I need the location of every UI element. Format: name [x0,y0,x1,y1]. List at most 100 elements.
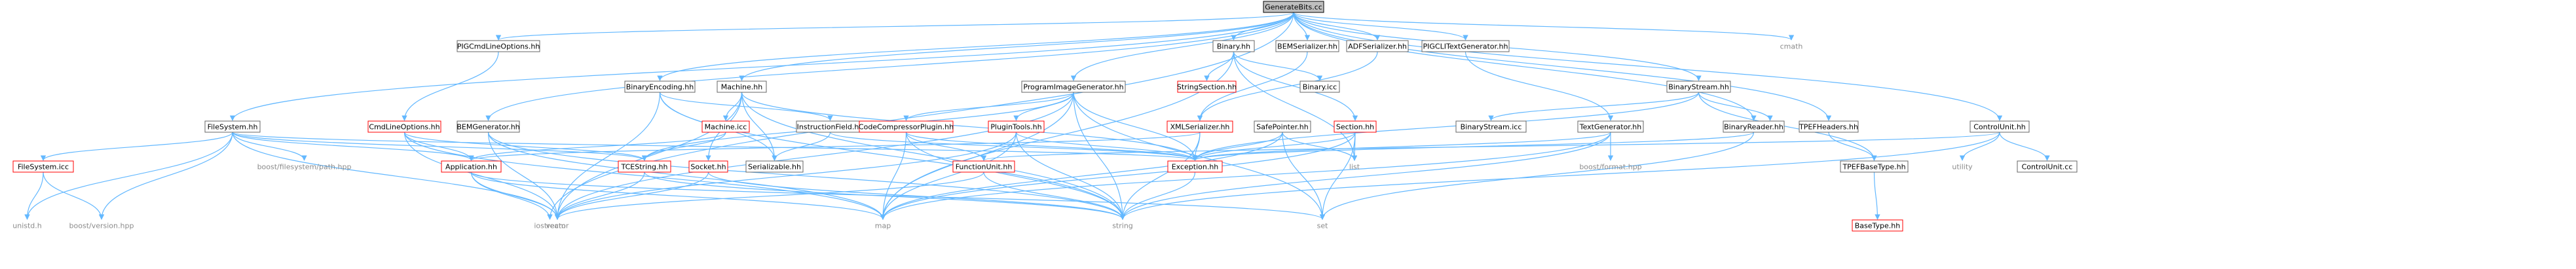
node-root[interactable]: GenerateBits.cc [1263,1,1324,13]
node-binarystreamicc-box [1455,120,1527,133]
node-cmdlineoptions[interactable]: CmdLineOptions.hh [367,120,441,133]
node-machine-box [717,81,767,93]
node-section[interactable]: Section.hh [1334,120,1377,133]
node-controlunitcc-label: ControlUnit.cc [2022,163,2073,171]
node-unistd-label: unistd.h [12,222,42,230]
node-machine[interactable]: Machine.hh [717,81,767,93]
node-pigclitextgenerator[interactable]: PIGCLITextGenerator.hh [1421,40,1510,52]
node-binaryicc[interactable]: Binary.icc [1299,81,1340,93]
edge-controlunit-to-string [1119,132,2000,220]
edge-machine-to-exception [741,92,1198,161]
node-instructionfield[interactable]: InstructionField.hh [796,120,865,133]
node-pigcmdlineoptions[interactable]: PIGCmdLineOptions.hh [457,40,540,52]
node-bemgenerator-label: BEMGenerator.hh [457,123,519,132]
node-boostfspath: boost/filesystem/path.hpp [257,163,352,171]
edge-binary-to-stringsection [1204,51,1235,81]
node-pigclitextgenerator-label: PIGCLITextGenerator.hh [1423,43,1508,51]
node-set-label: set [1317,222,1328,230]
dependency-edges [24,12,2050,220]
node-socket-label: Socket.hh [690,163,726,171]
edge-filesystem-to-boostfspath [232,132,307,161]
edge-root-to-controlunit [1293,12,2003,121]
node-textgenerator[interactable]: TextGenerator.hh [1577,120,1644,133]
edge-tpefheaders-to-tpefbasetype [1828,132,1877,161]
node-tpefheaders-box [1799,120,1859,133]
edge-codecompressorplugin-to-functionunit [905,132,987,161]
node-boostfspath-label: boost/filesystem/path.hpp [257,163,352,171]
edge-root-to-binaryreader [1293,12,1757,121]
node-serializable-box [745,160,804,173]
edge-socket-to-vector [554,171,709,220]
node-basetype[interactable]: BaseType.hh [1852,219,1903,232]
edge-programimagegenerator-to-vector [554,92,1074,220]
node-iostream: iostream [534,222,565,230]
node-binarystreamicc[interactable]: BinaryStream.icc [1455,120,1527,133]
node-filesystem[interactable]: FileSystem.hh [204,120,261,133]
edge-root-to-filesystem [229,12,1294,121]
node-controlunit-box [1969,120,2030,133]
node-binaryencoding[interactable]: BinaryEncoding.hh [624,81,696,93]
edge-programimagegenerator-to-exception [1073,92,1198,161]
node-exception[interactable]: Exception.hh [1167,160,1223,173]
node-filesystemicc[interactable]: FileSystem.icc [12,160,74,173]
edge-root-to-pigcmdlineoptions [496,12,1294,41]
node-controlunitcc[interactable]: ControlUnit.cc [2017,160,2078,173]
edge-filesystem-to-unistd [24,132,233,220]
node-tpefbasetype-box [1840,160,1909,173]
node-plugintools[interactable]: PluginTools.hh [988,120,1045,133]
edge-binary-to-list [1233,51,1358,161]
node-application-box [441,160,502,173]
node-bemgenerator[interactable]: BEMGenerator.hh [457,120,520,133]
node-serializable-label: Serializable.hh [748,163,801,171]
node-safepointer[interactable]: SafePointer.hh [1254,120,1311,133]
node-codecompressorplugin[interactable]: CodeCompressorPlugin.hh [859,120,954,133]
node-tcestring-label: TCEString.hh [621,163,668,171]
edge-instructionfield-to-exception [829,132,1198,161]
edge-root-to-tpefheaders [1293,12,1832,121]
node-binarystream[interactable]: BinaryStream.hh [1666,81,1731,93]
edge-binaryreader-to-set [1319,132,1755,220]
node-machineicc[interactable]: Machine.icc [701,120,750,133]
node-tcestring[interactable]: TCEString.hh [618,160,671,173]
node-tpefbasetype[interactable]: TPEFBaseType.hh [1840,160,1909,173]
edge-section-to-list [1351,132,1358,161]
node-bemgenerator-box [457,120,520,133]
node-binaryreader[interactable]: BinaryReader.hh [1723,120,1785,133]
node-socket[interactable]: Socket.hh [688,160,728,173]
node-xmlserializer[interactable]: XMLSerializer.hh [1167,120,1233,133]
node-controlunit[interactable]: ControlUnit.hh [1969,120,2030,133]
node-binarystream-box [1666,81,1731,93]
node-tpefheaders[interactable]: TPEFHeaders.hh [1799,120,1859,133]
node-adfserializer[interactable]: ADFSerializer.hh [1346,40,1409,52]
node-programimagegenerator[interactable]: ProgramImageGenerator.hh [1021,81,1126,93]
node-textgenerator-box [1577,120,1644,133]
node-binaryencoding-label: BinaryEncoding.hh [626,83,694,92]
edge-instructionfield-to-serializable [772,132,831,161]
node-application[interactable]: Application.hh [441,160,502,173]
node-binary-label: Binary.hh [1217,43,1250,51]
node-unistd: unistd.h [12,222,42,230]
edge-filesystemicc-to-unistd [24,171,44,220]
edge-application-to-map [470,171,886,220]
node-functionunit[interactable]: FunctionUnit.hh [952,160,1015,173]
edge-controlunit-to-controlunitcc [1999,132,2050,161]
node-plugintools-box [988,120,1045,133]
node-stringsection[interactable]: StringSection.hh [1177,81,1237,93]
node-utility-label: utility [1952,163,1973,171]
edge-textgenerator-to-exception [1192,132,1611,161]
edge-binarystream-to-tpefbasetype [1698,92,1877,161]
edge-codecompressorplugin-to-map [880,132,907,220]
node-bemserializer[interactable]: BEMSerializer.hh [1275,40,1339,52]
node-codecompressorplugin-box [859,120,954,133]
edge-cmdlineoptions-to-tcestring [403,132,648,161]
edge-plugintools-to-string [1015,132,1126,220]
edge-textgenerator-to-string [1119,132,1611,220]
node-binaryreader-box [1723,120,1785,133]
node-binary[interactable]: Binary.hh [1212,40,1255,52]
node-serializable[interactable]: Serializable.hh [745,160,804,173]
node-controlunit-label: ControlUnit.hh [1973,123,2026,132]
node-textgenerator-label: TextGenerator.hh [1579,123,1642,132]
edge-filesystem-to-application [232,132,474,161]
edge-safepointer-to-list [1282,132,1358,161]
edge-binary-to-binaryicc [1233,51,1323,81]
